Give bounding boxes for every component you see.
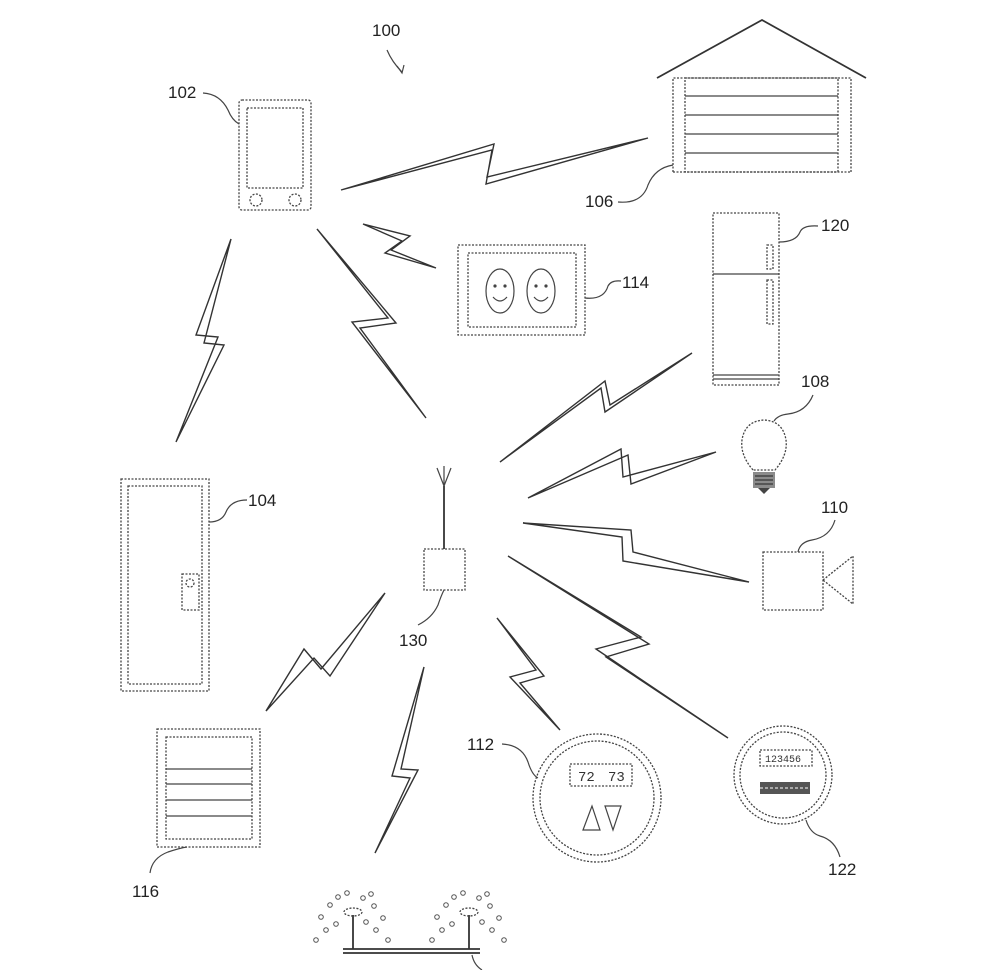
camera-icon (762, 551, 854, 611)
label-116: 116 (132, 882, 159, 901)
link-102-114 (362, 223, 437, 269)
link-130-110 (522, 522, 750, 583)
label-100: 100 (372, 21, 400, 40)
leader-112 (501, 743, 539, 779)
garage-icon (656, 18, 867, 173)
arrow-100 (396, 64, 405, 75)
light-bulb-icon (741, 419, 787, 494)
leader-120 (778, 225, 819, 243)
hub-icon (423, 466, 466, 591)
refrigerator-icon (712, 212, 780, 386)
label-104: 104 (248, 491, 276, 510)
link-130-112 (496, 617, 561, 731)
leader-116 (149, 846, 188, 874)
leader-106 (617, 164, 674, 203)
label-114: 114 (622, 273, 649, 292)
link-130-120 (499, 352, 693, 463)
label-120: 120 (821, 216, 849, 235)
link-130-sprinkler (374, 666, 425, 854)
link-102-104 (175, 238, 232, 443)
leader-108 (773, 394, 814, 422)
leader-sprinkler (471, 954, 483, 970)
link-130-122 (507, 555, 729, 739)
label-110: 110 (821, 498, 848, 517)
link-102-130 (316, 228, 427, 419)
mobile-device (238, 99, 312, 211)
thermostat-right-temp: 73 (608, 770, 625, 786)
label-106: 106 (585, 192, 613, 211)
label-112: 112 (467, 735, 494, 754)
leader-122 (805, 819, 841, 858)
leader-114 (584, 280, 622, 299)
leader-130 (417, 589, 445, 626)
leader-110 (797, 519, 836, 553)
leader-102 (202, 92, 240, 125)
label-102: 102 (168, 83, 196, 102)
door-icon (120, 478, 210, 692)
thermostat-left-temp: 72 (578, 770, 595, 786)
label-108: 108 (801, 372, 829, 391)
leader-104 (208, 499, 248, 523)
sprinkler-icon (313, 890, 507, 954)
meter-reading: 123456 (765, 755, 801, 766)
label-122: 122 (828, 860, 856, 879)
label-130: 130 (399, 631, 427, 650)
meter-icon: 123456 (733, 725, 833, 825)
link-102-106 (340, 137, 649, 191)
leader-100 (386, 49, 403, 73)
outlet-icon (457, 244, 586, 336)
link-130-116 (265, 592, 386, 712)
control-panel-icon (156, 728, 261, 848)
link-130-108 (527, 447, 717, 499)
thermostat-icon: 72 73 (532, 733, 662, 863)
